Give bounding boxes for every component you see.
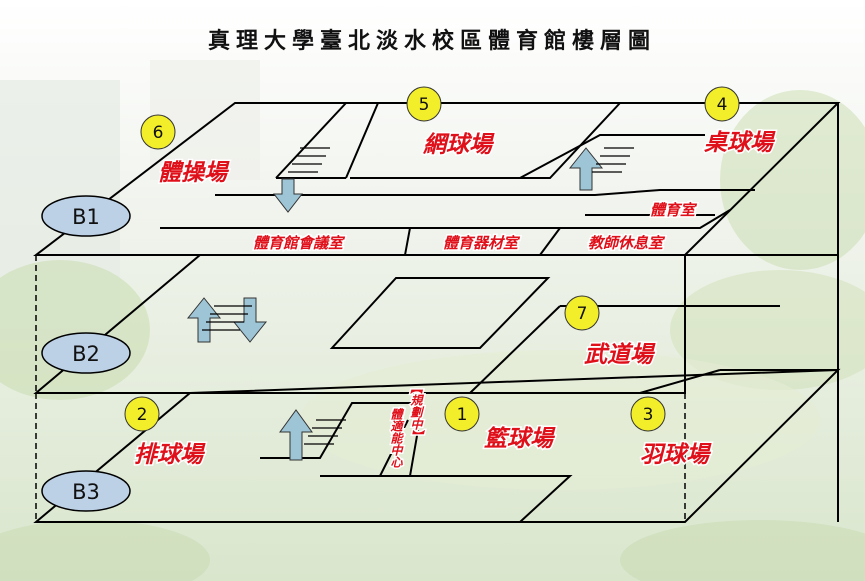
marker-3[interactable]: 3 <box>630 396 666 432</box>
page-title: 真理大學臺北淡水校區體育館樓層圖 <box>208 28 656 54</box>
marker-3-label: 3 <box>643 405 654 425</box>
room-tennis[interactable]: 網球場 <box>421 131 497 160</box>
stair-arrow-down-b1 <box>272 178 304 213</box>
stair-arrow-up-b2 <box>186 297 222 343</box>
marker-4[interactable]: 4 <box>704 86 740 122</box>
floor-tag-b2-label: B2 <box>72 342 100 366</box>
floor-tag-b1-label: B1 <box>72 205 100 229</box>
floor-tag-b3-label: B3 <box>72 480 100 504</box>
room-teacher-lounge[interactable]: 教師休息室 <box>587 233 668 254</box>
marker-1-label: 1 <box>457 405 468 425</box>
stair-arrow-up-b3 <box>279 409 313 461</box>
marker-7[interactable]: 7 <box>564 295 600 331</box>
stair-arrow-down-b2 <box>232 297 268 343</box>
floor-tag-b1[interactable]: B1 <box>41 195 131 237</box>
room-meeting[interactable]: 體育館會議室 <box>252 233 348 254</box>
room-volleyball[interactable]: 排球場 <box>133 441 208 470</box>
marker-2[interactable]: 2 <box>124 396 160 432</box>
marker-6-label: 6 <box>153 123 164 143</box>
room-basketball[interactable]: 籃球場 <box>483 425 558 454</box>
marker-7-label: 7 <box>577 304 588 324</box>
room-equipment[interactable]: 體育器材室 <box>442 233 523 254</box>
floor-tag-b2[interactable]: B2 <box>41 332 131 374</box>
stair-arrow-up-b1 <box>568 147 604 191</box>
room-table-tennis[interactable]: 桌球場 <box>703 129 778 158</box>
room-fitness-center[interactable]: 體適能中心 <box>387 406 405 469</box>
room-sports-office[interactable]: 體育室 <box>649 200 700 221</box>
marker-6[interactable]: 6 <box>140 114 176 150</box>
stair-hatching <box>202 147 634 445</box>
marker-1[interactable]: 1 <box>444 396 480 432</box>
room-gymnastics[interactable]: 體操場 <box>157 159 232 188</box>
marker-5[interactable]: 5 <box>406 86 442 122</box>
room-martial-arts[interactable]: 武道場 <box>583 341 658 370</box>
marker-2-label: 2 <box>137 405 148 425</box>
floor-tag-b3[interactable]: B3 <box>41 470 131 512</box>
room-badminton[interactable]: 羽球場 <box>639 441 714 470</box>
marker-5-label: 5 <box>419 95 430 115</box>
room-planning-note: 【規劃中】 <box>407 382 423 442</box>
marker-4-label: 4 <box>717 95 728 115</box>
